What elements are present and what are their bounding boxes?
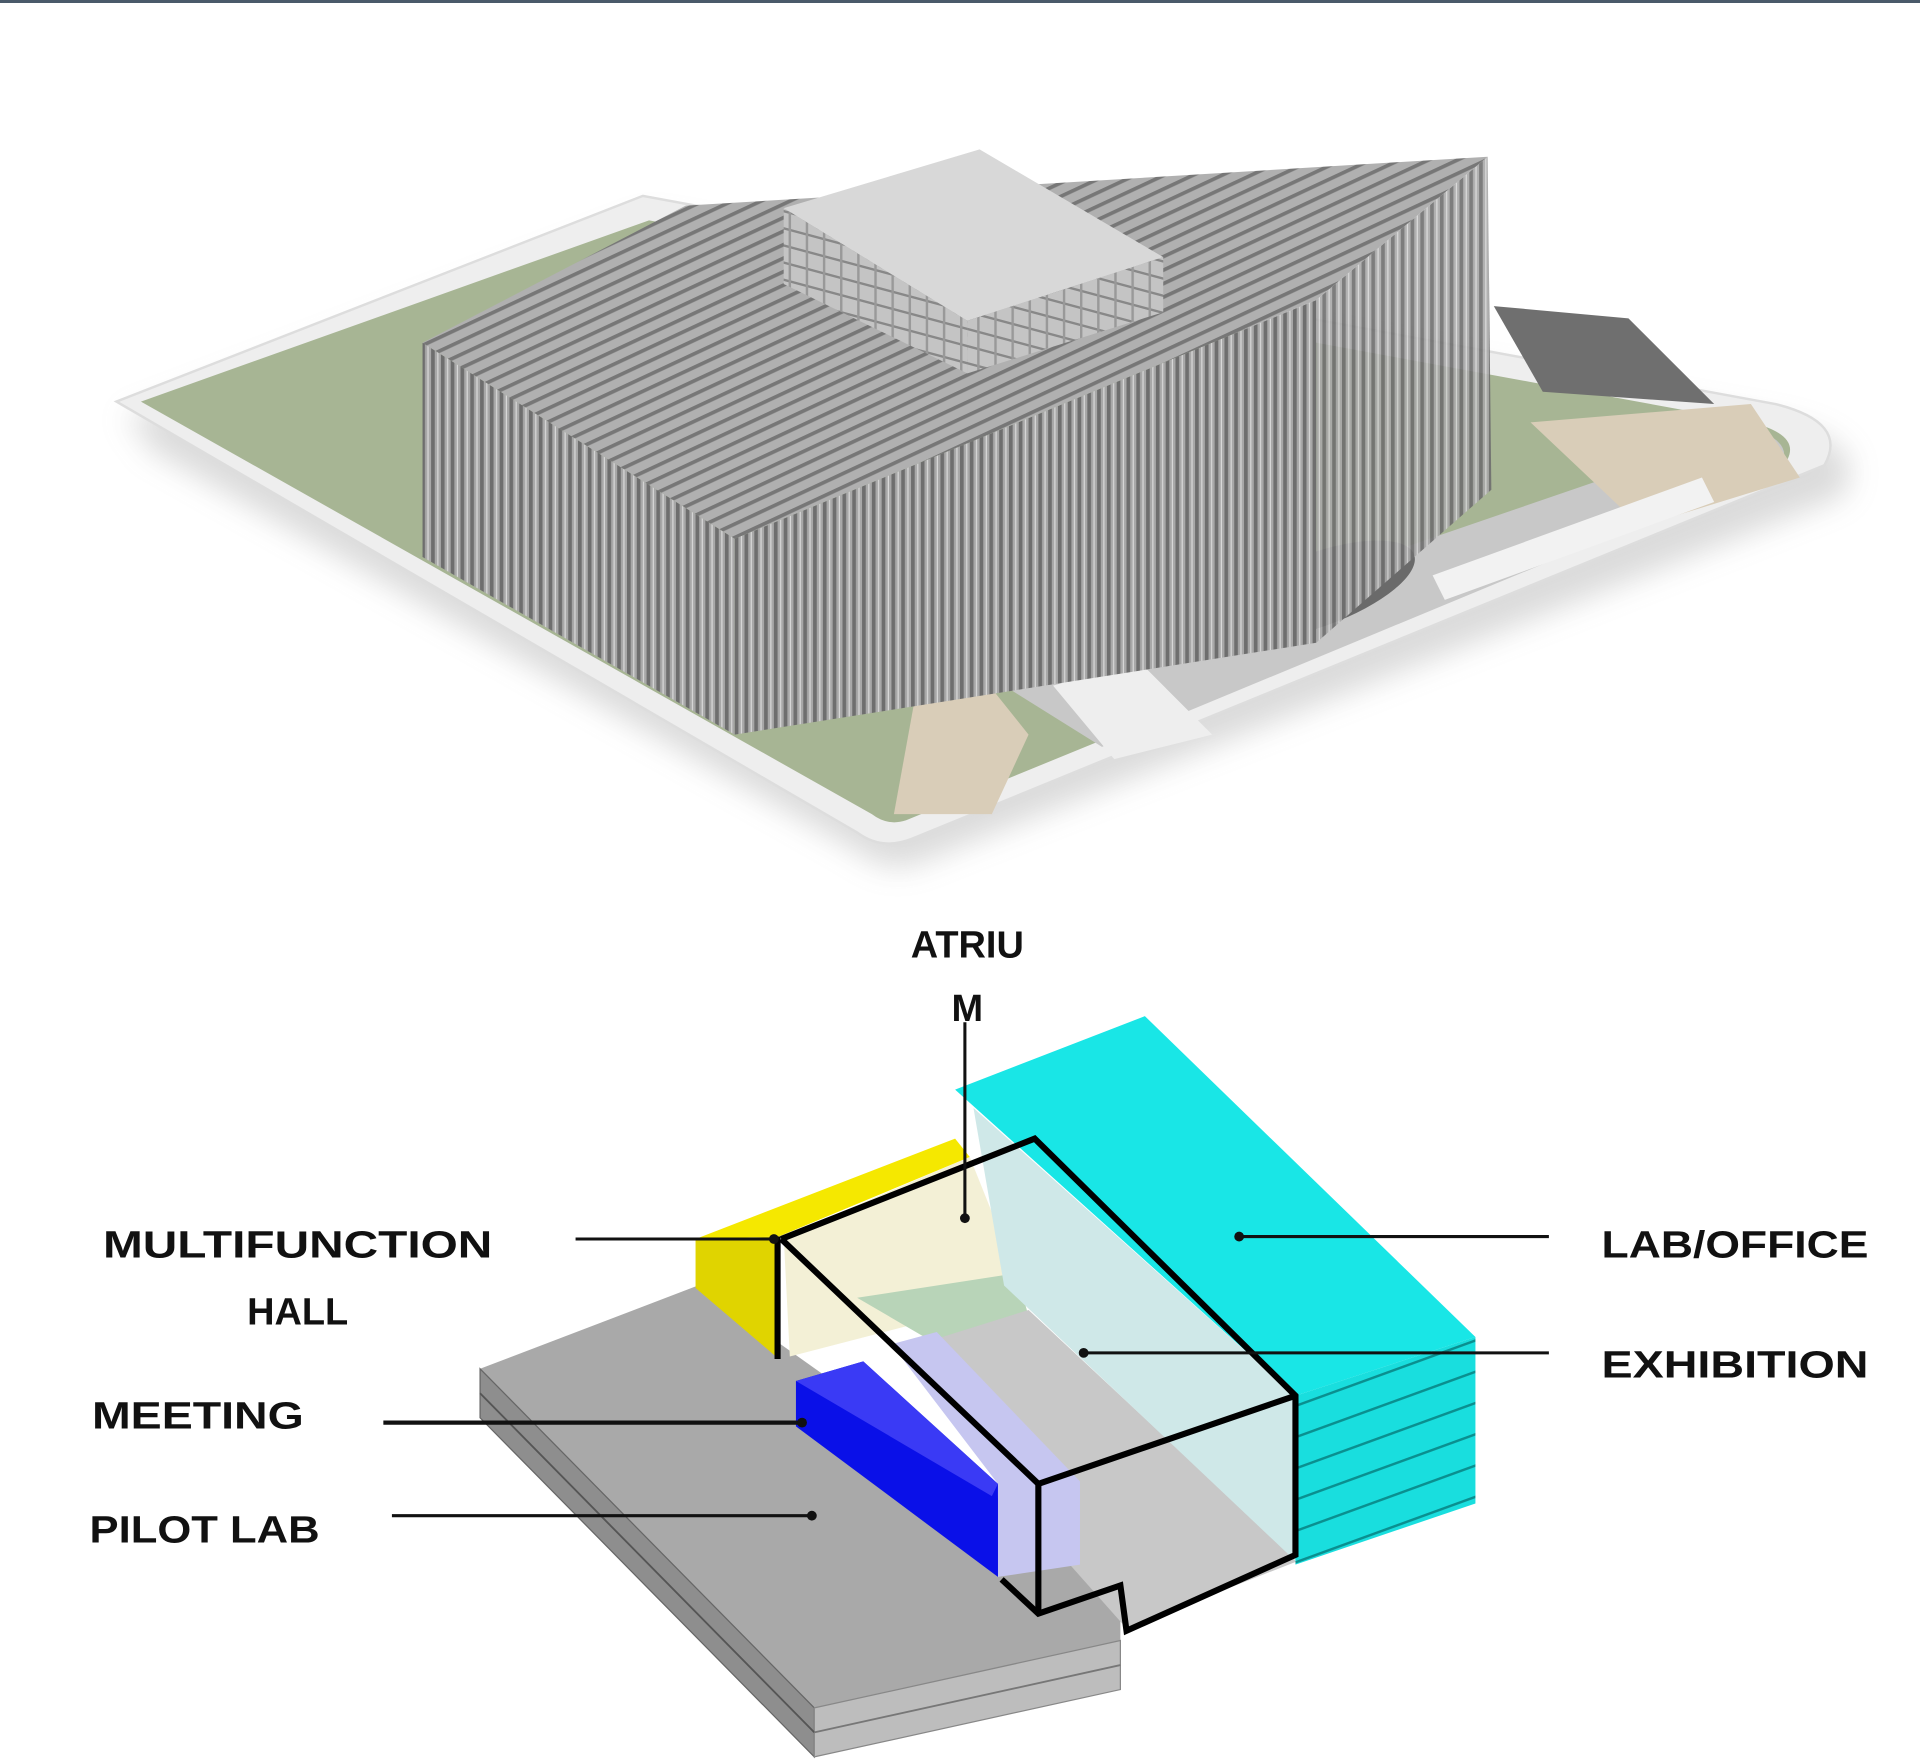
- pilot-lab-block-top: [480, 1285, 1121, 1708]
- exhibition-floor: [930, 1310, 1298, 1629]
- program-diagram: [479, 1016, 1476, 1759]
- building-front-face: [734, 299, 1317, 735]
- atrium-outline: [780, 1135, 1299, 1636]
- exhibition-wall: [973, 1107, 1296, 1561]
- top-border: [0, 0, 1920, 3]
- exhibition-label: EXHIBITION: [1602, 1344, 1869, 1386]
- lab-office-label: LAB/OFFICE: [1602, 1224, 1869, 1266]
- atrium-label-line1: ATRIU: [911, 924, 1024, 966]
- atrium-cube-left: [783, 208, 968, 374]
- site-path: [1530, 404, 1800, 527]
- meeting-block: [795, 1361, 998, 1577]
- building-left-face: [422, 342, 735, 735]
- meeting-block-side: [891, 1332, 1080, 1577]
- building-right-face: [1316, 156, 1492, 643]
- multifunction-label-line1: MULTIFUNCTION: [103, 1224, 492, 1266]
- atrium-cube-right: [967, 257, 1164, 374]
- building-render: [113, 149, 1851, 868]
- parking: [1493, 306, 1715, 405]
- multifunction-label-line2: HALL: [247, 1292, 348, 1334]
- multifunction-hall-block: [695, 1138, 970, 1239]
- lab-office-block-side: [1295, 1336, 1476, 1565]
- pilot-lab-label: PILOT LAB: [90, 1510, 320, 1552]
- atrium-cube-top: [783, 149, 1164, 321]
- leader-lines: [383, 1022, 1549, 1521]
- lab-office-block-top: [955, 1016, 1476, 1396]
- atrium-label-line2: M: [952, 988, 984, 1030]
- meeting-label: MEETING: [92, 1396, 304, 1438]
